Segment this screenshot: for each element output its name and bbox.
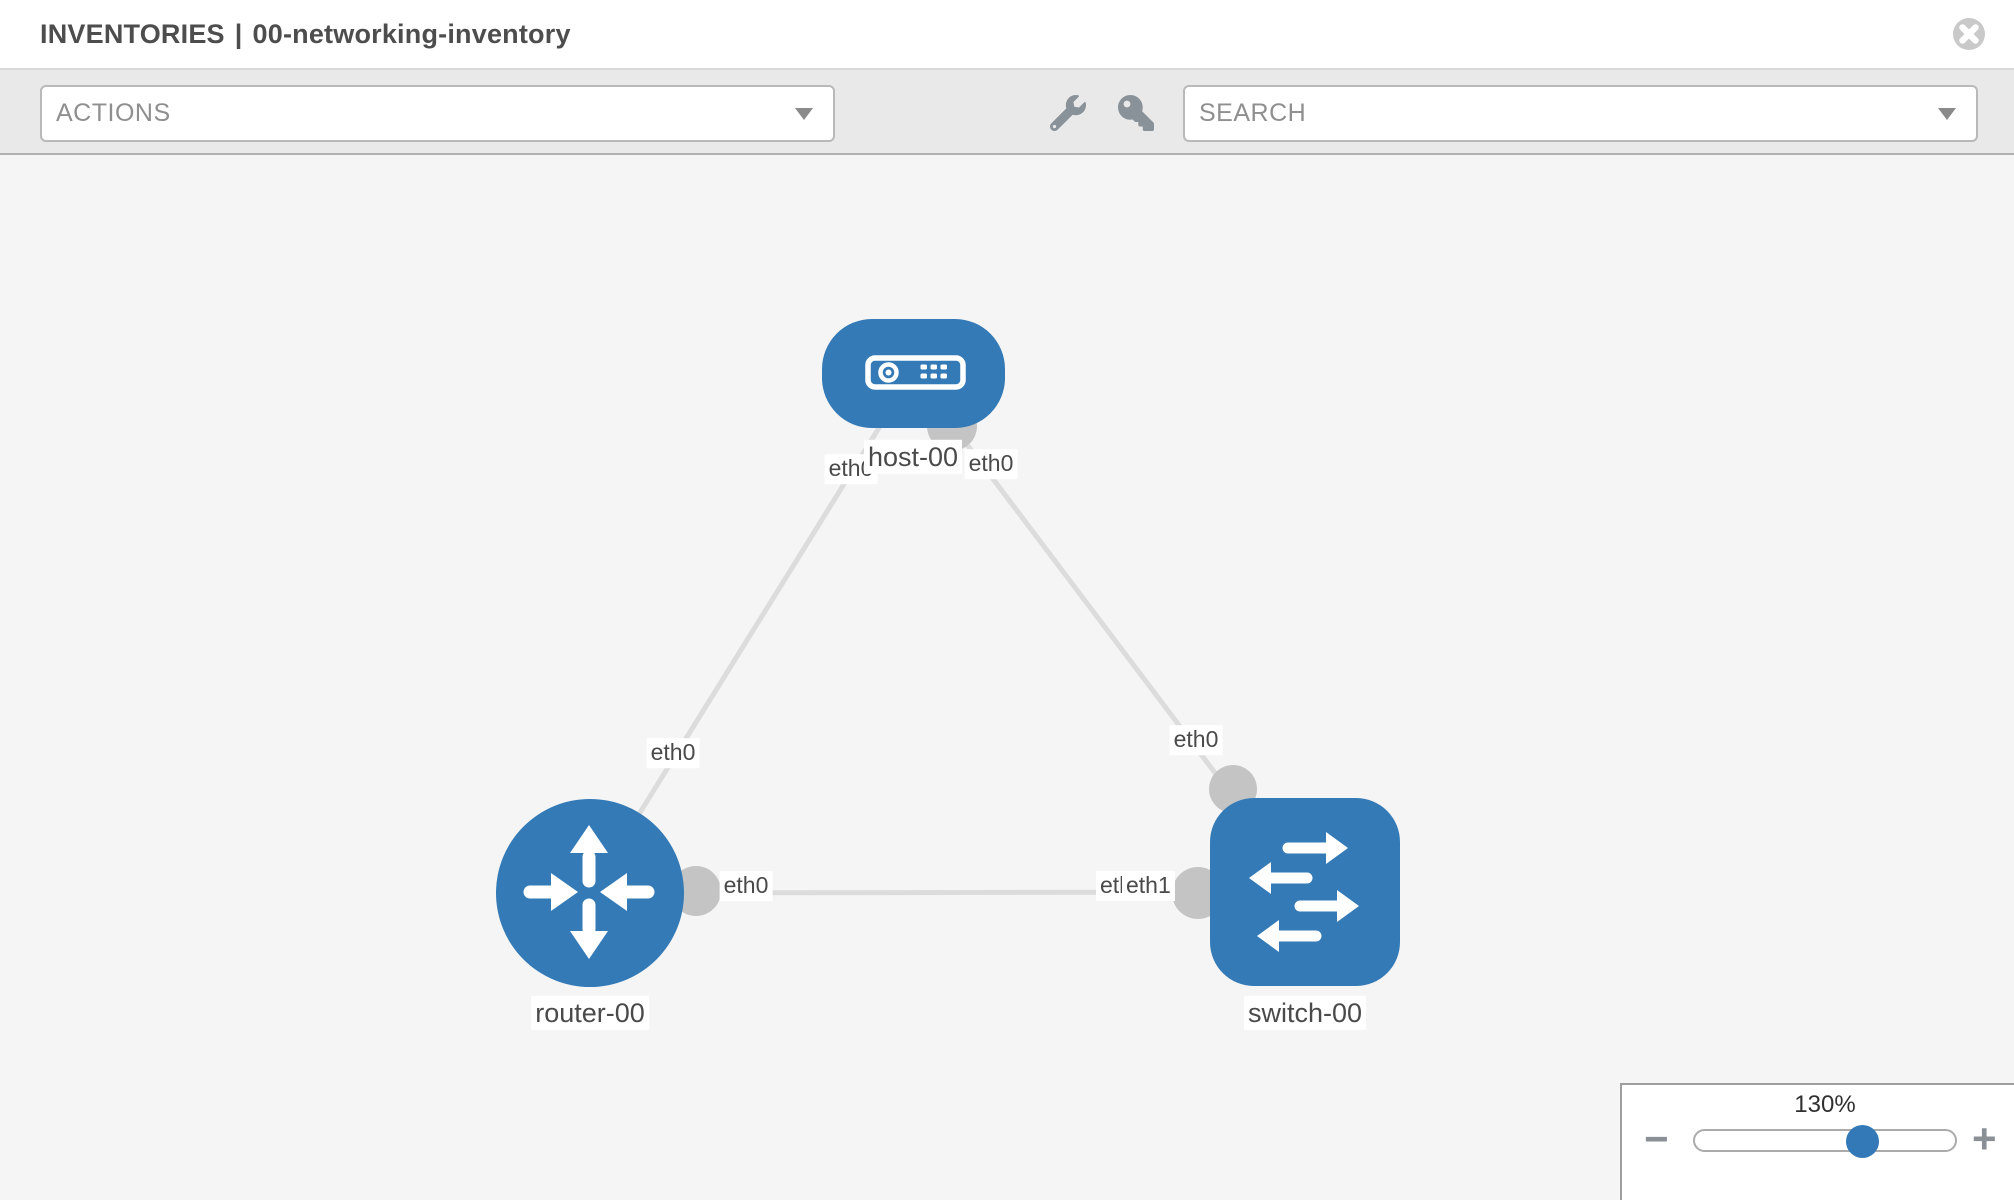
caret-down-icon [795, 107, 813, 120]
toolbox-button[interactable] [1049, 95, 1087, 133]
search-dropdown[interactable]: SEARCH [1183, 85, 1978, 142]
interface-connector [671, 866, 721, 916]
interface-label: eth0 [1169, 725, 1223, 755]
zoom-out-button[interactable]: − [1644, 1115, 1669, 1162]
interface-label: eth0 [719, 871, 773, 901]
zoom-level-label: 130% [1794, 1091, 1856, 1118]
zoom-slider-track[interactable] [1693, 1129, 1957, 1152]
node-label-host-00: host-00 [863, 439, 963, 475]
wrench-icon [1049, 95, 1086, 132]
host-icon [865, 355, 966, 390]
actions-dropdown[interactable]: ACTIONS [40, 85, 835, 142]
node-label-switch-00: switch-00 [1243, 995, 1367, 1031]
interface-label: eth0 [646, 738, 700, 768]
node-label-router-00: router-00 [531, 995, 649, 1031]
caret-down-icon [1938, 107, 1956, 120]
interface-label: eth1 [1122, 871, 1175, 901]
key-button[interactable] [1117, 95, 1155, 133]
toolbar: ACTIONS SEARCH [0, 70, 2014, 155]
zoom-slider-thumb[interactable] [1846, 1125, 1879, 1158]
topology-canvas[interactable]: eth0 eth0 eth0 eth0 eth0 eth0 eth1 host-… [0, 155, 2014, 1200]
breadcrumb-separator: | [234, 18, 243, 49]
x-circle-icon [1953, 18, 1985, 50]
breadcrumb-section: INVENTORIES [40, 18, 225, 49]
page-title: INVENTORIES | 00-networking-inventory [40, 0, 571, 68]
switch-icon [1249, 832, 1359, 952]
key-icon [1118, 95, 1154, 131]
node-host-00[interactable] [822, 319, 1005, 428]
close-button[interactable] [1952, 17, 1986, 51]
interface-label: eth0 [964, 449, 1018, 479]
search-dropdown-label: SEARCH [1199, 99, 1307, 127]
node-router-00[interactable] [496, 799, 684, 987]
router-icon [523, 825, 655, 959]
node-switch-00[interactable] [1210, 798, 1400, 986]
inventory-name: 00-networking-inventory [252, 18, 571, 49]
zoom-control: 130% − + [1620, 1083, 2014, 1200]
actions-dropdown-label: ACTIONS [56, 99, 171, 127]
header: INVENTORIES | 00-networking-inventory [0, 0, 2014, 70]
zoom-in-button[interactable]: + [1972, 1115, 1997, 1162]
